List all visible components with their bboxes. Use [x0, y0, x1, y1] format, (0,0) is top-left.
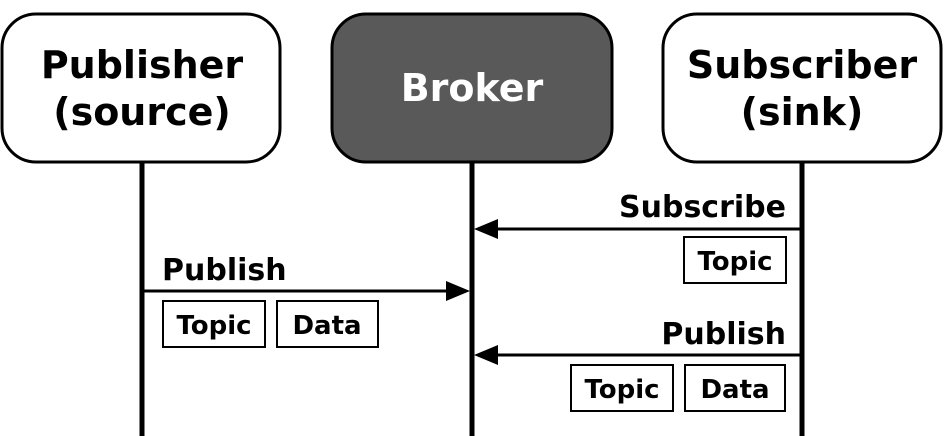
publish-label-publisher: Publish	[162, 253, 287, 288]
subscriber-label-line2: (sink)	[741, 90, 864, 134]
publish-topic-box-subscriber	[570, 364, 674, 412]
subscribe-label: Subscribe	[619, 190, 786, 225]
publish-arrowhead-subscriber	[474, 345, 498, 365]
publish-message-to-subscriber: Publish Topic Data	[474, 317, 802, 412]
publish-data-box-subscriber	[684, 364, 786, 412]
publish-data-label-subscriber: Data	[700, 375, 769, 405]
publish-arrowhead-publisher	[446, 281, 470, 301]
subscriber-box	[661, 12, 943, 164]
publish-data-label-publisher: Data	[292, 311, 361, 341]
broker-actor: Broker	[330, 12, 614, 164]
subscriber-actor: Subscriber (sink)	[661, 12, 943, 164]
publish-topic-label-subscriber: Topic	[584, 375, 659, 405]
publish-label-subscriber: Publish	[661, 317, 786, 352]
publish-topic-box-publisher	[162, 300, 266, 348]
subscribe-message: Subscribe Topic	[474, 190, 802, 284]
publish-message-from-publisher: Publish Topic Data	[142, 253, 470, 348]
publisher-actor: Publisher (source)	[0, 12, 282, 164]
subscribe-arrowhead	[474, 219, 498, 239]
broker-label: Broker	[401, 66, 544, 110]
subscribe-topic-box	[683, 236, 787, 284]
broker-box	[330, 12, 614, 164]
publisher-label-line1: Publisher	[41, 43, 244, 87]
publisher-box	[0, 12, 282, 164]
subscribe-topic-label: Topic	[697, 247, 772, 277]
subscriber-label-line1: Subscriber	[687, 43, 918, 87]
publish-data-box-publisher	[276, 300, 379, 348]
publisher-label-line2: (source)	[53, 90, 231, 134]
publish-topic-label-publisher: Topic	[176, 311, 251, 341]
